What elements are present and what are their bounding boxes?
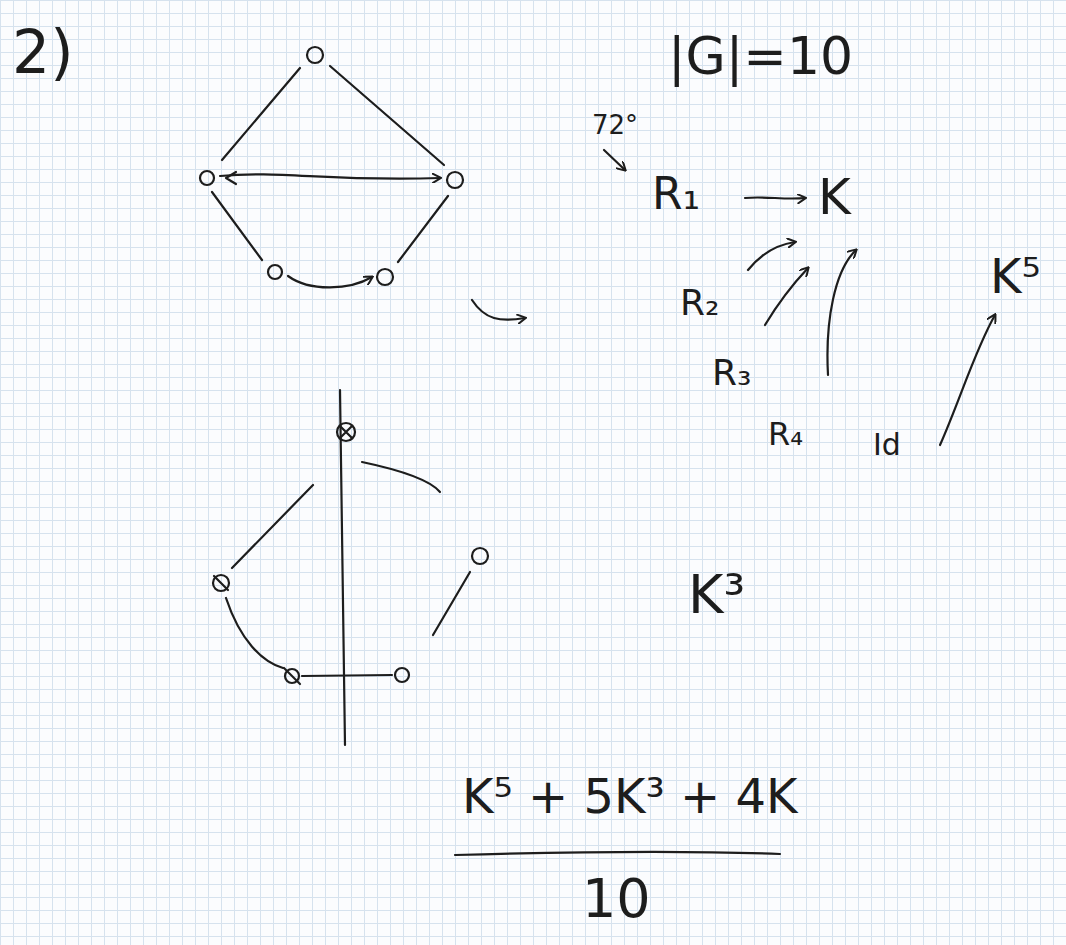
fixed-count: K³ [688, 568, 745, 622]
group-order: |G|=10 [668, 30, 853, 82]
rotation-label: R₃ [712, 355, 751, 391]
burnside-numerator: K⁵ + 5K³ + 4K [462, 772, 797, 820]
rotation-label: R₂ [680, 285, 719, 321]
rotation-label: R₁ [652, 172, 700, 216]
fixed-count: K [818, 172, 851, 222]
angle-note: 72° [592, 112, 638, 138]
rotation-label: R₄ [768, 418, 803, 450]
burnside-denominator: 10 [582, 872, 651, 926]
fixed-count: K⁵ [990, 252, 1041, 300]
problem-number: 2) [12, 22, 74, 82]
identity-label: Id [873, 430, 901, 460]
